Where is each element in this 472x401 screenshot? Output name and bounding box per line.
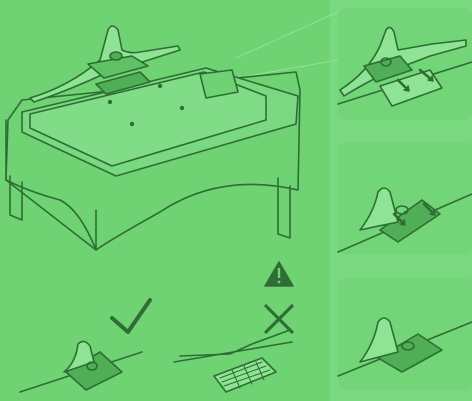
screw-hole	[159, 85, 162, 88]
screw-hole	[181, 107, 184, 110]
incorrect-stand-placement	[174, 306, 292, 392]
cross-mark-icon	[266, 306, 292, 332]
check-mark-icon	[112, 300, 150, 332]
screw-hole	[109, 101, 112, 104]
keyboard-device	[214, 358, 276, 392]
callout-lines	[236, 12, 338, 78]
terminal-box	[200, 70, 238, 98]
screw-hole	[131, 123, 134, 126]
step-panel-4	[338, 278, 472, 390]
table-with-tv	[6, 26, 300, 250]
warning-triangle-icon	[265, 262, 293, 286]
stand-arm	[180, 330, 290, 356]
correct-stand-placement	[20, 300, 150, 392]
stand-screw	[110, 52, 122, 60]
